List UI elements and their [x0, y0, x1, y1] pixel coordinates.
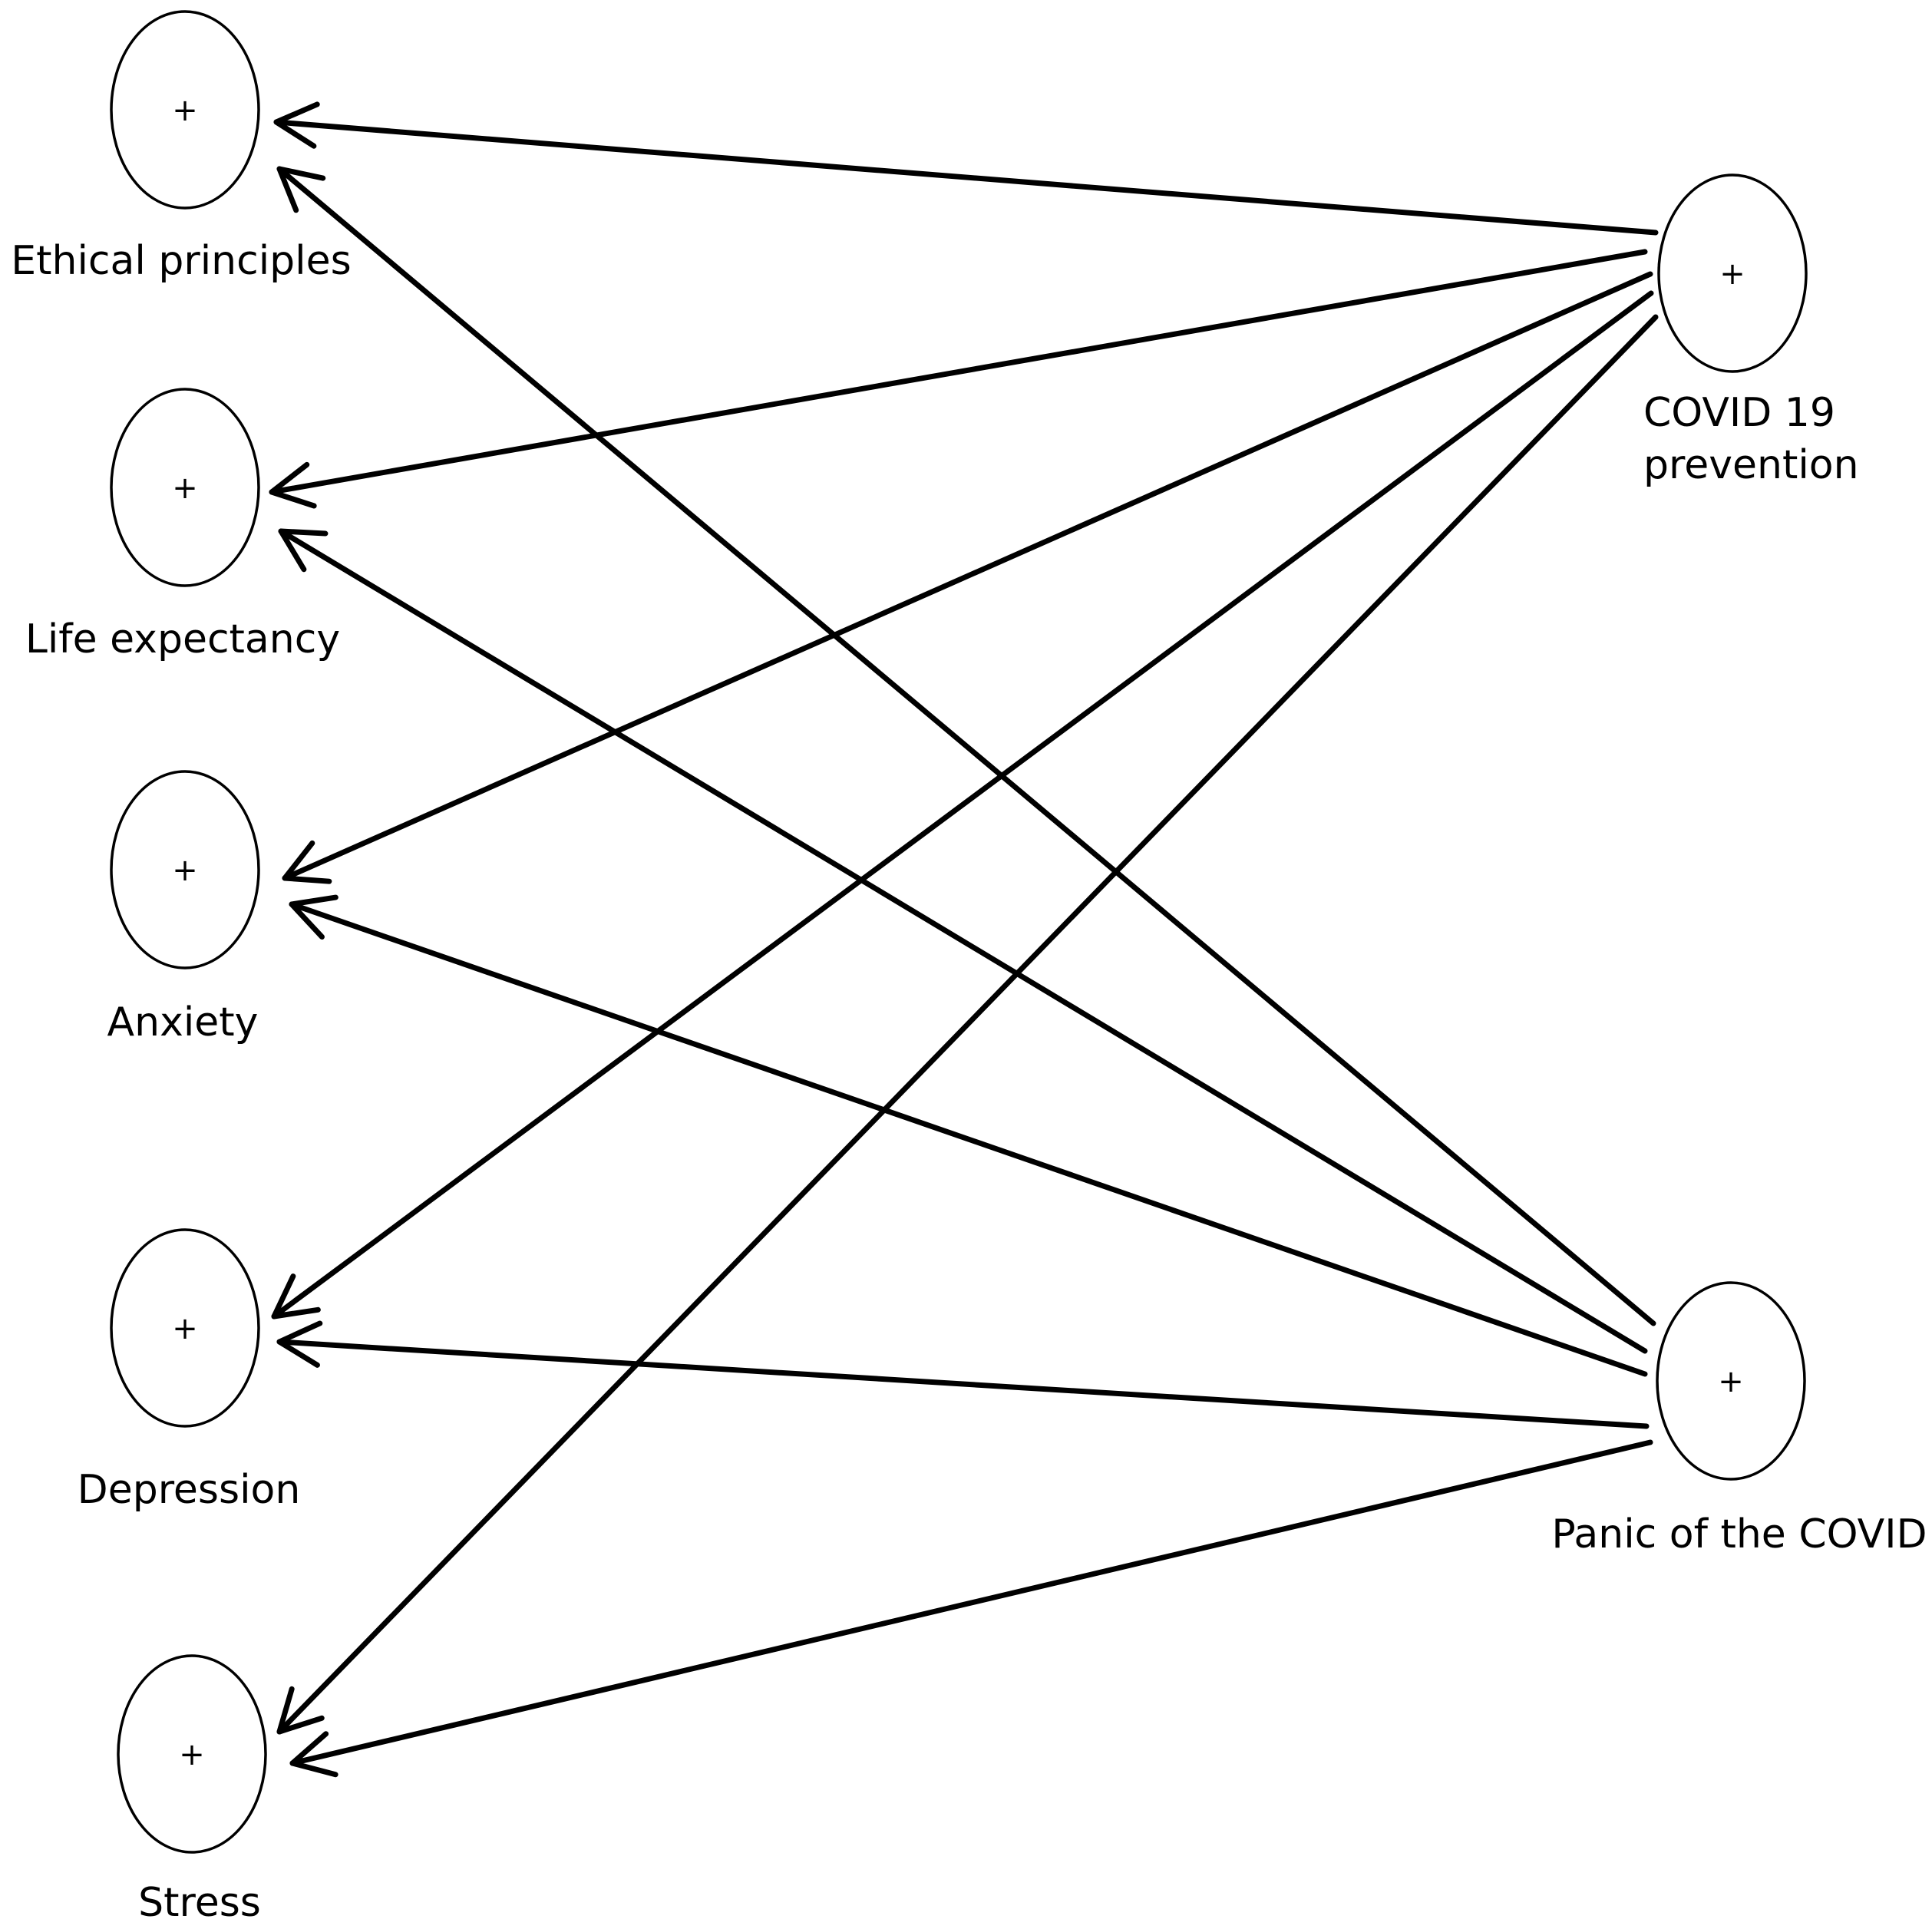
edges-layer [269, 101, 1659, 1778]
edge-panic-to-ethical [276, 166, 1656, 1326]
arrowhead-icon [282, 840, 332, 884]
edge-covid_prevention-to-life [269, 249, 1648, 509]
edge-panic-to-life [278, 528, 1648, 1354]
node-label: Depression [78, 1467, 301, 1513]
node-sign: + [172, 853, 198, 888]
node-label: Life expectancy [25, 616, 340, 662]
node-ellipse [110, 10, 260, 210]
edge-line [282, 271, 1653, 881]
node-ellipse [1657, 173, 1808, 373]
edge-covid_prevention-to-depression [271, 290, 1654, 1320]
node-panic: + Panic of the COVID [1551, 1281, 1927, 1557]
edge-line [289, 901, 1648, 1377]
node-label: Anxiety [107, 999, 259, 1045]
arrowhead-icon [276, 1320, 323, 1368]
node-sign: + [1718, 1364, 1744, 1399]
node-covid-prevention: + COVID 19 prevention [1643, 173, 1859, 488]
node-sign: + [172, 471, 198, 506]
node-sign: + [1719, 256, 1745, 292]
arrowhead-icon [276, 166, 326, 213]
node-ellipse [1656, 1281, 1806, 1481]
node-ellipse [110, 1228, 260, 1428]
node-sign: + [172, 1311, 198, 1346]
arrowhead-icon [289, 1731, 339, 1778]
node-ellipse [117, 1654, 267, 1854]
node-ellipse [110, 388, 260, 587]
arrowhead-icon [269, 461, 317, 509]
edge-covid_prevention-to-ethical [273, 101, 1659, 236]
node-anxiety: + Anxiety [107, 770, 260, 1045]
edge-line [276, 314, 1659, 1735]
node-label: Stress [138, 1880, 261, 1926]
node-depression: + Depression [78, 1228, 301, 1513]
edge-line [271, 290, 1654, 1320]
edge-covid_prevention-to-anxiety [282, 271, 1653, 884]
arrowhead-icon [271, 1273, 321, 1320]
edge-panic-to-anxiety [289, 894, 1648, 1377]
node-label: COVID 19 [1643, 390, 1835, 436]
edge-line [289, 1439, 1653, 1766]
edge-line [269, 249, 1648, 495]
node-label: Ethical principles [11, 238, 351, 284]
node-ethical: + Ethical principles [11, 10, 352, 284]
arrowhead-icon [276, 1686, 325, 1735]
edge-covid_prevention-to-stress [276, 314, 1659, 1735]
arrowhead-icon [273, 101, 320, 149]
edge-line [278, 528, 1648, 1354]
edge-line [273, 119, 1659, 236]
edge-panic-to-stress [289, 1439, 1653, 1778]
node-label: Panic of the COVID [1551, 1511, 1927, 1557]
edge-line [276, 166, 1656, 1326]
edge-line [276, 1339, 1650, 1429]
node-ellipse [110, 770, 260, 969]
node-stress: + Stress [117, 1654, 267, 1926]
node-sign: + [179, 1737, 205, 1772]
edge-panic-to-depression [276, 1320, 1650, 1429]
node-sign: + [172, 93, 198, 128]
node-label: prevention [1643, 442, 1859, 488]
node-life: + Life expectancy [25, 388, 340, 662]
arrowhead-icon [289, 894, 339, 940]
arrowhead-icon [278, 528, 329, 573]
nodes-layer: + Ethical principles + Life expectancy + Anxi… [11, 10, 1927, 1926]
